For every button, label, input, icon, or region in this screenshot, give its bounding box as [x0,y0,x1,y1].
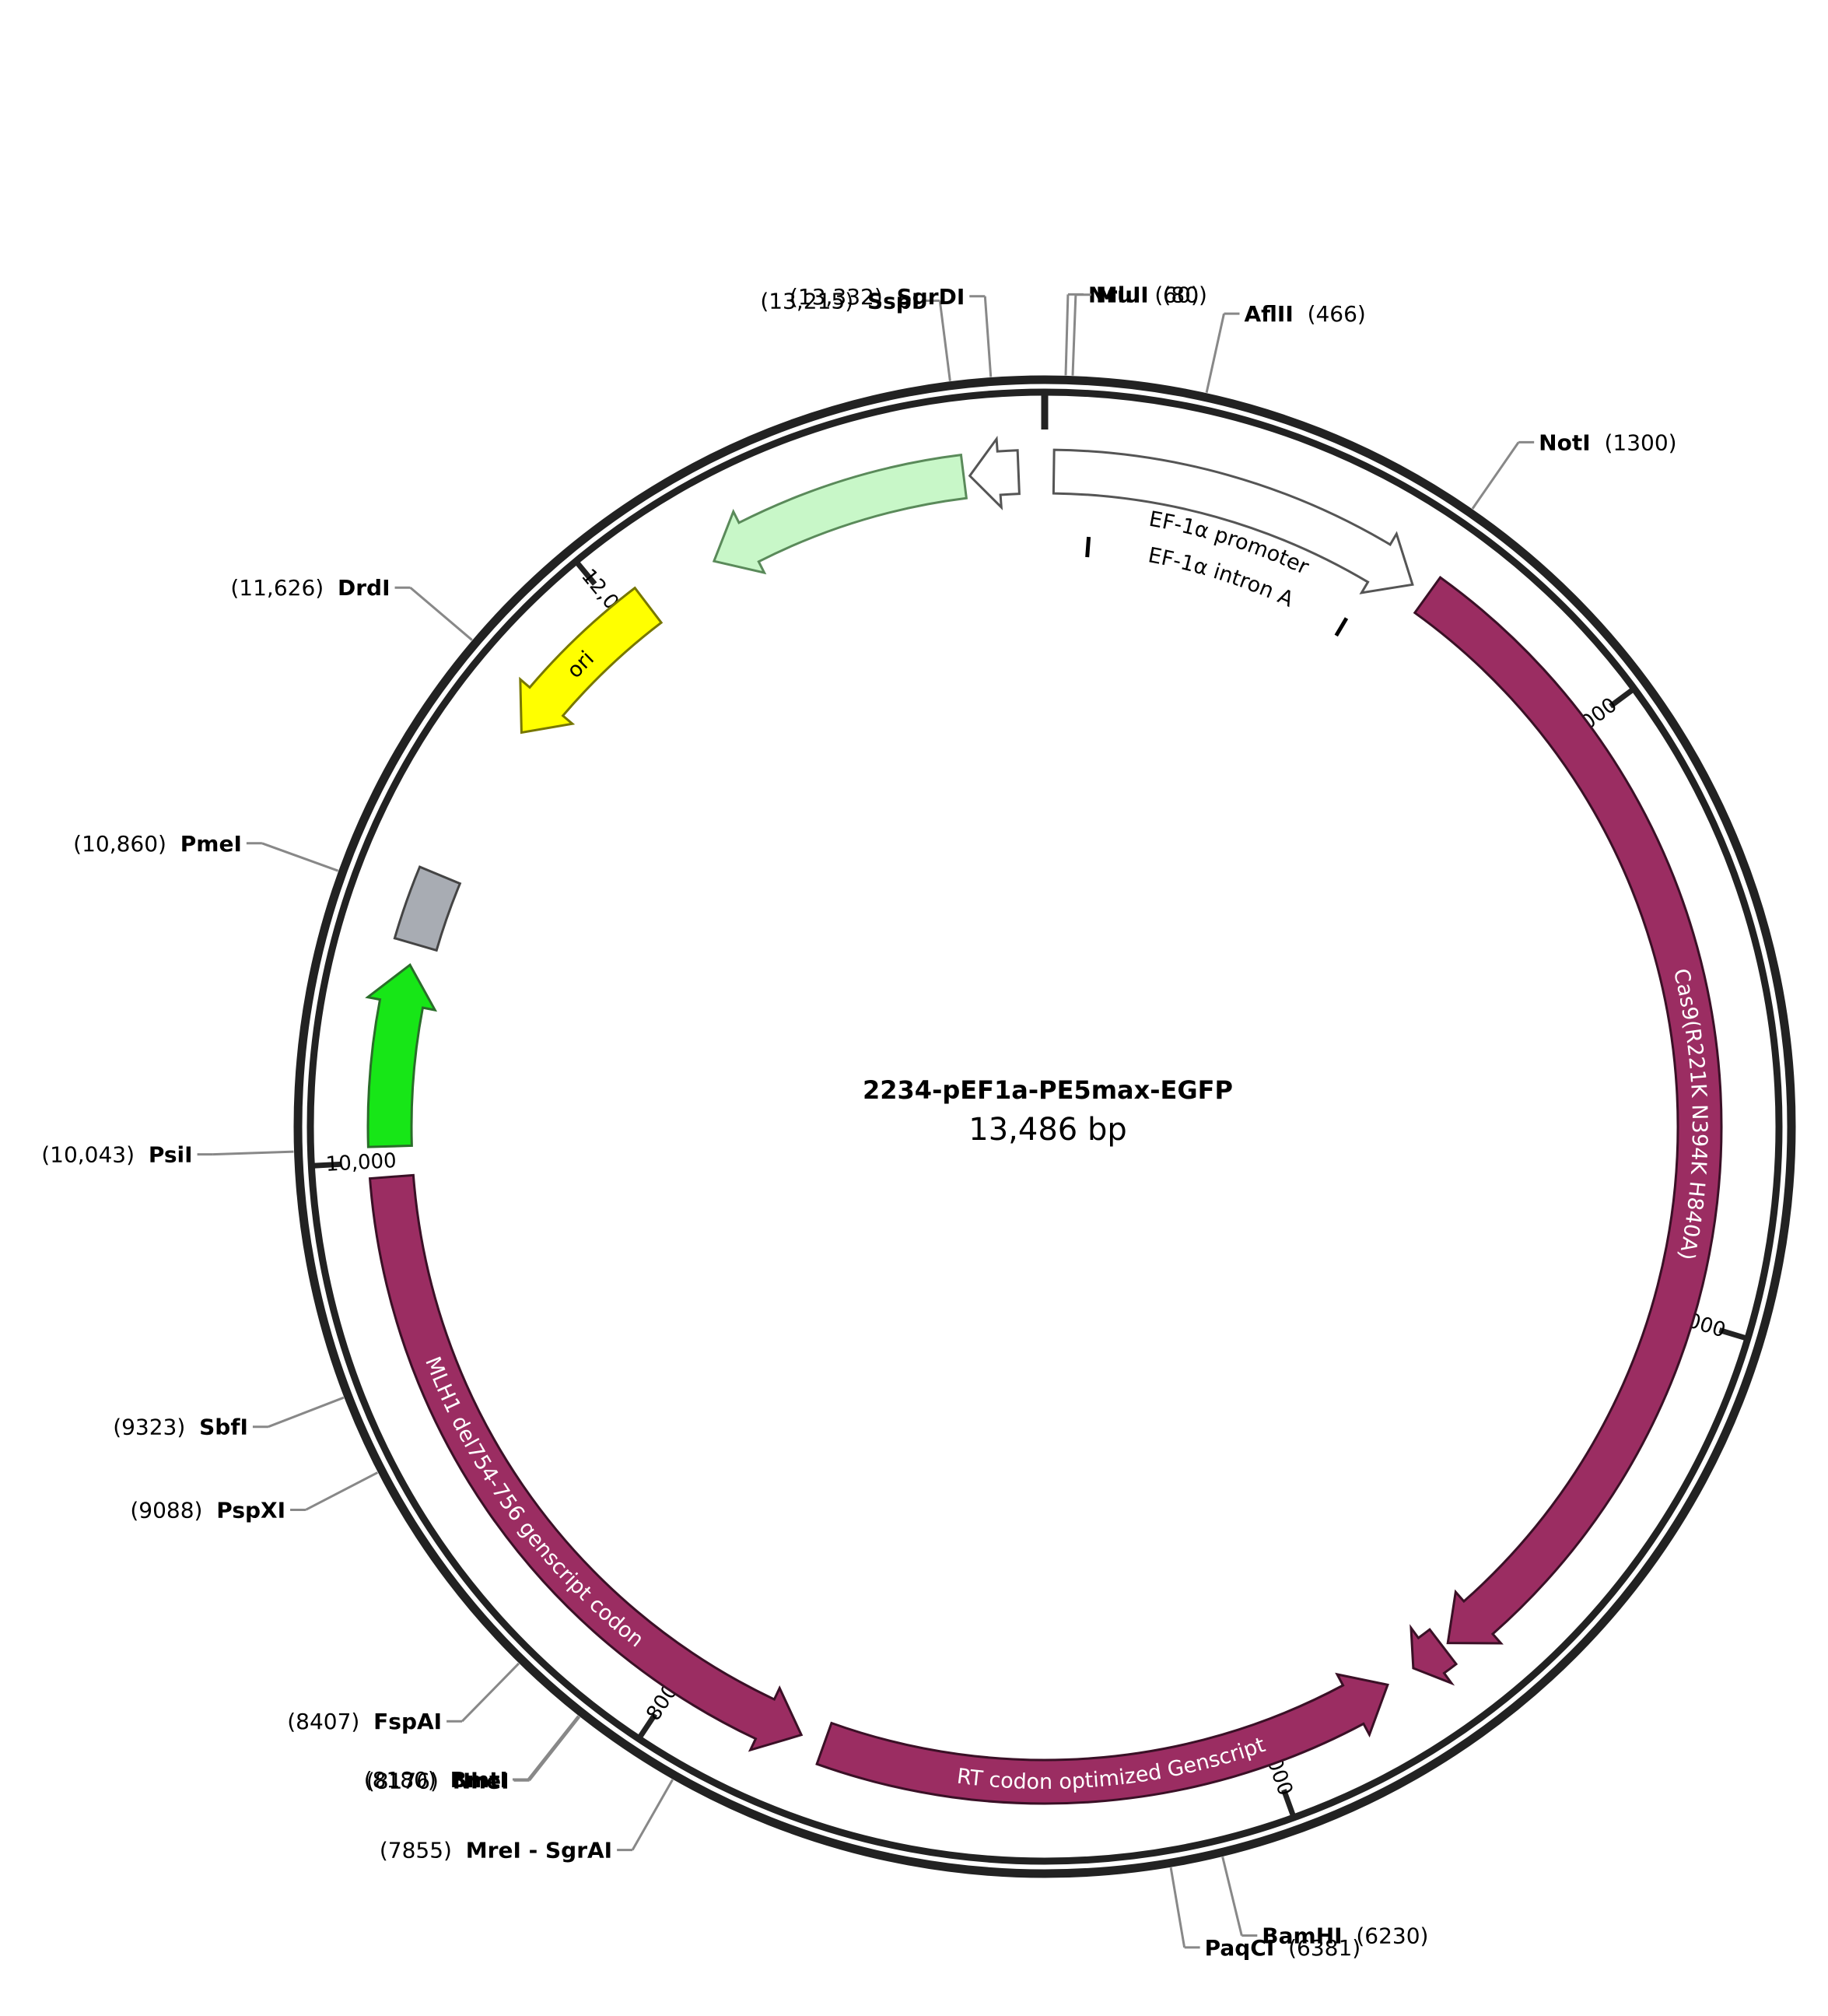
feature-small-arrow [1410,1624,1459,1686]
feature-arrow-egfp [365,962,438,1148]
site-leader-line [409,587,473,641]
feature-small-white [968,435,1021,510]
site-leader-line [528,1716,581,1782]
site-label: (8176) NheI [366,1768,510,1793]
site-label: PaqCI (6381) [1205,1935,1361,1961]
site-leader-line [1064,294,1070,376]
site-sgrdi: (13,332) SgrDI [790,284,993,377]
feature-arrow-mlh1 [368,1173,804,1752]
feature-arrow-gray-box [393,865,462,952]
site-label: (11,626) DrdI [230,575,390,601]
feature-arrow-small-white [968,435,1021,510]
site-mlui: MluI (80) [1071,282,1207,376]
site-nrui: NruI (60) [1064,282,1199,376]
site-nhei: (8176) NheI [366,1716,581,1793]
feature-arrow-light-green [712,453,968,575]
backbone-inner-ring [306,388,1783,1865]
site-aflii: AflII (466) [1205,301,1366,394]
feature-rt-codon: RT codon optimized Genscript [815,1672,1389,1805]
site-leader-line [305,1471,379,1511]
site-psii: (10,043) PsiI [41,1142,294,1168]
ruler-tick [576,562,597,586]
site-leader-line [527,1715,580,1780]
site-sspi: (13,215) SspI [760,289,951,381]
site-label: (13,332) SgrDI [790,284,965,310]
feature-light-green [712,453,968,575]
site-label: NruI (60) [1088,282,1199,307]
site-sbfi: (9323) SbfI [113,1396,345,1440]
site-bamhi: BamHI (6230) [1221,1856,1428,1949]
feature-arrow-ef1a-promoter [1052,448,1414,594]
backbone-outer-ring [293,375,1796,1878]
site-pmei: (10,860) PmeI [73,831,339,872]
feature-mlh1: MLH1 del754-756 genscript codon [368,1173,804,1752]
site-leader-line [1471,441,1520,510]
site-label: NotI (1300) [1539,429,1676,455]
site-drdi: (11,626) DrdI [230,575,473,641]
ruler-tick [638,1713,658,1738]
site-leader-line [938,300,951,381]
site-bmti: (8180) BmtI [364,1715,580,1793]
site-leader-line [983,296,993,377]
site-label: AflII (466) [1244,301,1365,327]
site-leader-line [631,1779,674,1851]
feature-ori: ori [519,586,664,735]
site-label: MluI (80) [1096,282,1207,308]
feature-arrow-rt-codon [815,1672,1389,1805]
site-leader-line [1071,294,1077,376]
intron-bracket [1085,536,1091,558]
intron-marker: EF-1α intron A [1085,536,1349,637]
site-pspxi: (9088) PspXI [130,1471,379,1523]
ruler-tick [314,1161,341,1169]
site-label: (9088) PspXI [130,1497,285,1523]
site-leader-line [212,1150,294,1156]
feature-ef1a-promoter: EF-1α promoter [1052,448,1414,594]
site-label: (7855) MreI - SgrAI [380,1838,612,1863]
site-paqci: PaqCI (6381) [1169,1867,1361,1961]
site-fspai: (8407) FspAI [287,1662,520,1734]
ruler-tick [1718,1327,1746,1341]
feature-arrow-ori [519,586,664,735]
feature-cas9: Cas9(R221K N394K H840A) [1413,576,1723,1645]
site-label: (9323) SbfI [113,1415,248,1440]
feature-arrow-cas9 [1413,576,1723,1645]
feature-egfp [365,962,438,1148]
plasmid-backbone [293,375,1796,1878]
site-label: (8407) FspAI [287,1709,442,1734]
site-label: (10,043) PsiI [41,1142,192,1168]
restriction-sites: NruI (60)MluI (80) AflII (466) NotI (1300)… [41,282,1676,1960]
site-label: BamHI (6230) [1262,1923,1428,1949]
feature-arrow-small-arrow [1410,1624,1459,1686]
site-label: (13,215) SspI [760,289,919,314]
site-label: (10,860) PmeI [73,831,242,857]
ruler-tick [1609,688,1634,709]
intron-bracket [1334,617,1349,637]
ruler-tick [1281,1789,1296,1816]
site-leader-line [261,842,339,872]
site-leader-line [268,1396,345,1429]
ruler-tick-label: 10,000 [325,1149,397,1176]
plasmid-name: 2234-pEF1a-PE5max-EGFP [863,1075,1233,1105]
site-leader-line [1221,1856,1243,1936]
site-leader-line [1169,1867,1186,1948]
site-leader-line [1205,313,1225,394]
feature-gray-box [393,865,462,952]
plasmid-length: 13,486 bp [968,1112,1126,1148]
site-label: (8180) BmtI [364,1767,508,1793]
site-noti: NotI (1300) [1471,429,1677,510]
site-leader-line [461,1662,520,1723]
site-mrei-sgrai: (7855) MreI - SgrAI [380,1779,674,1863]
